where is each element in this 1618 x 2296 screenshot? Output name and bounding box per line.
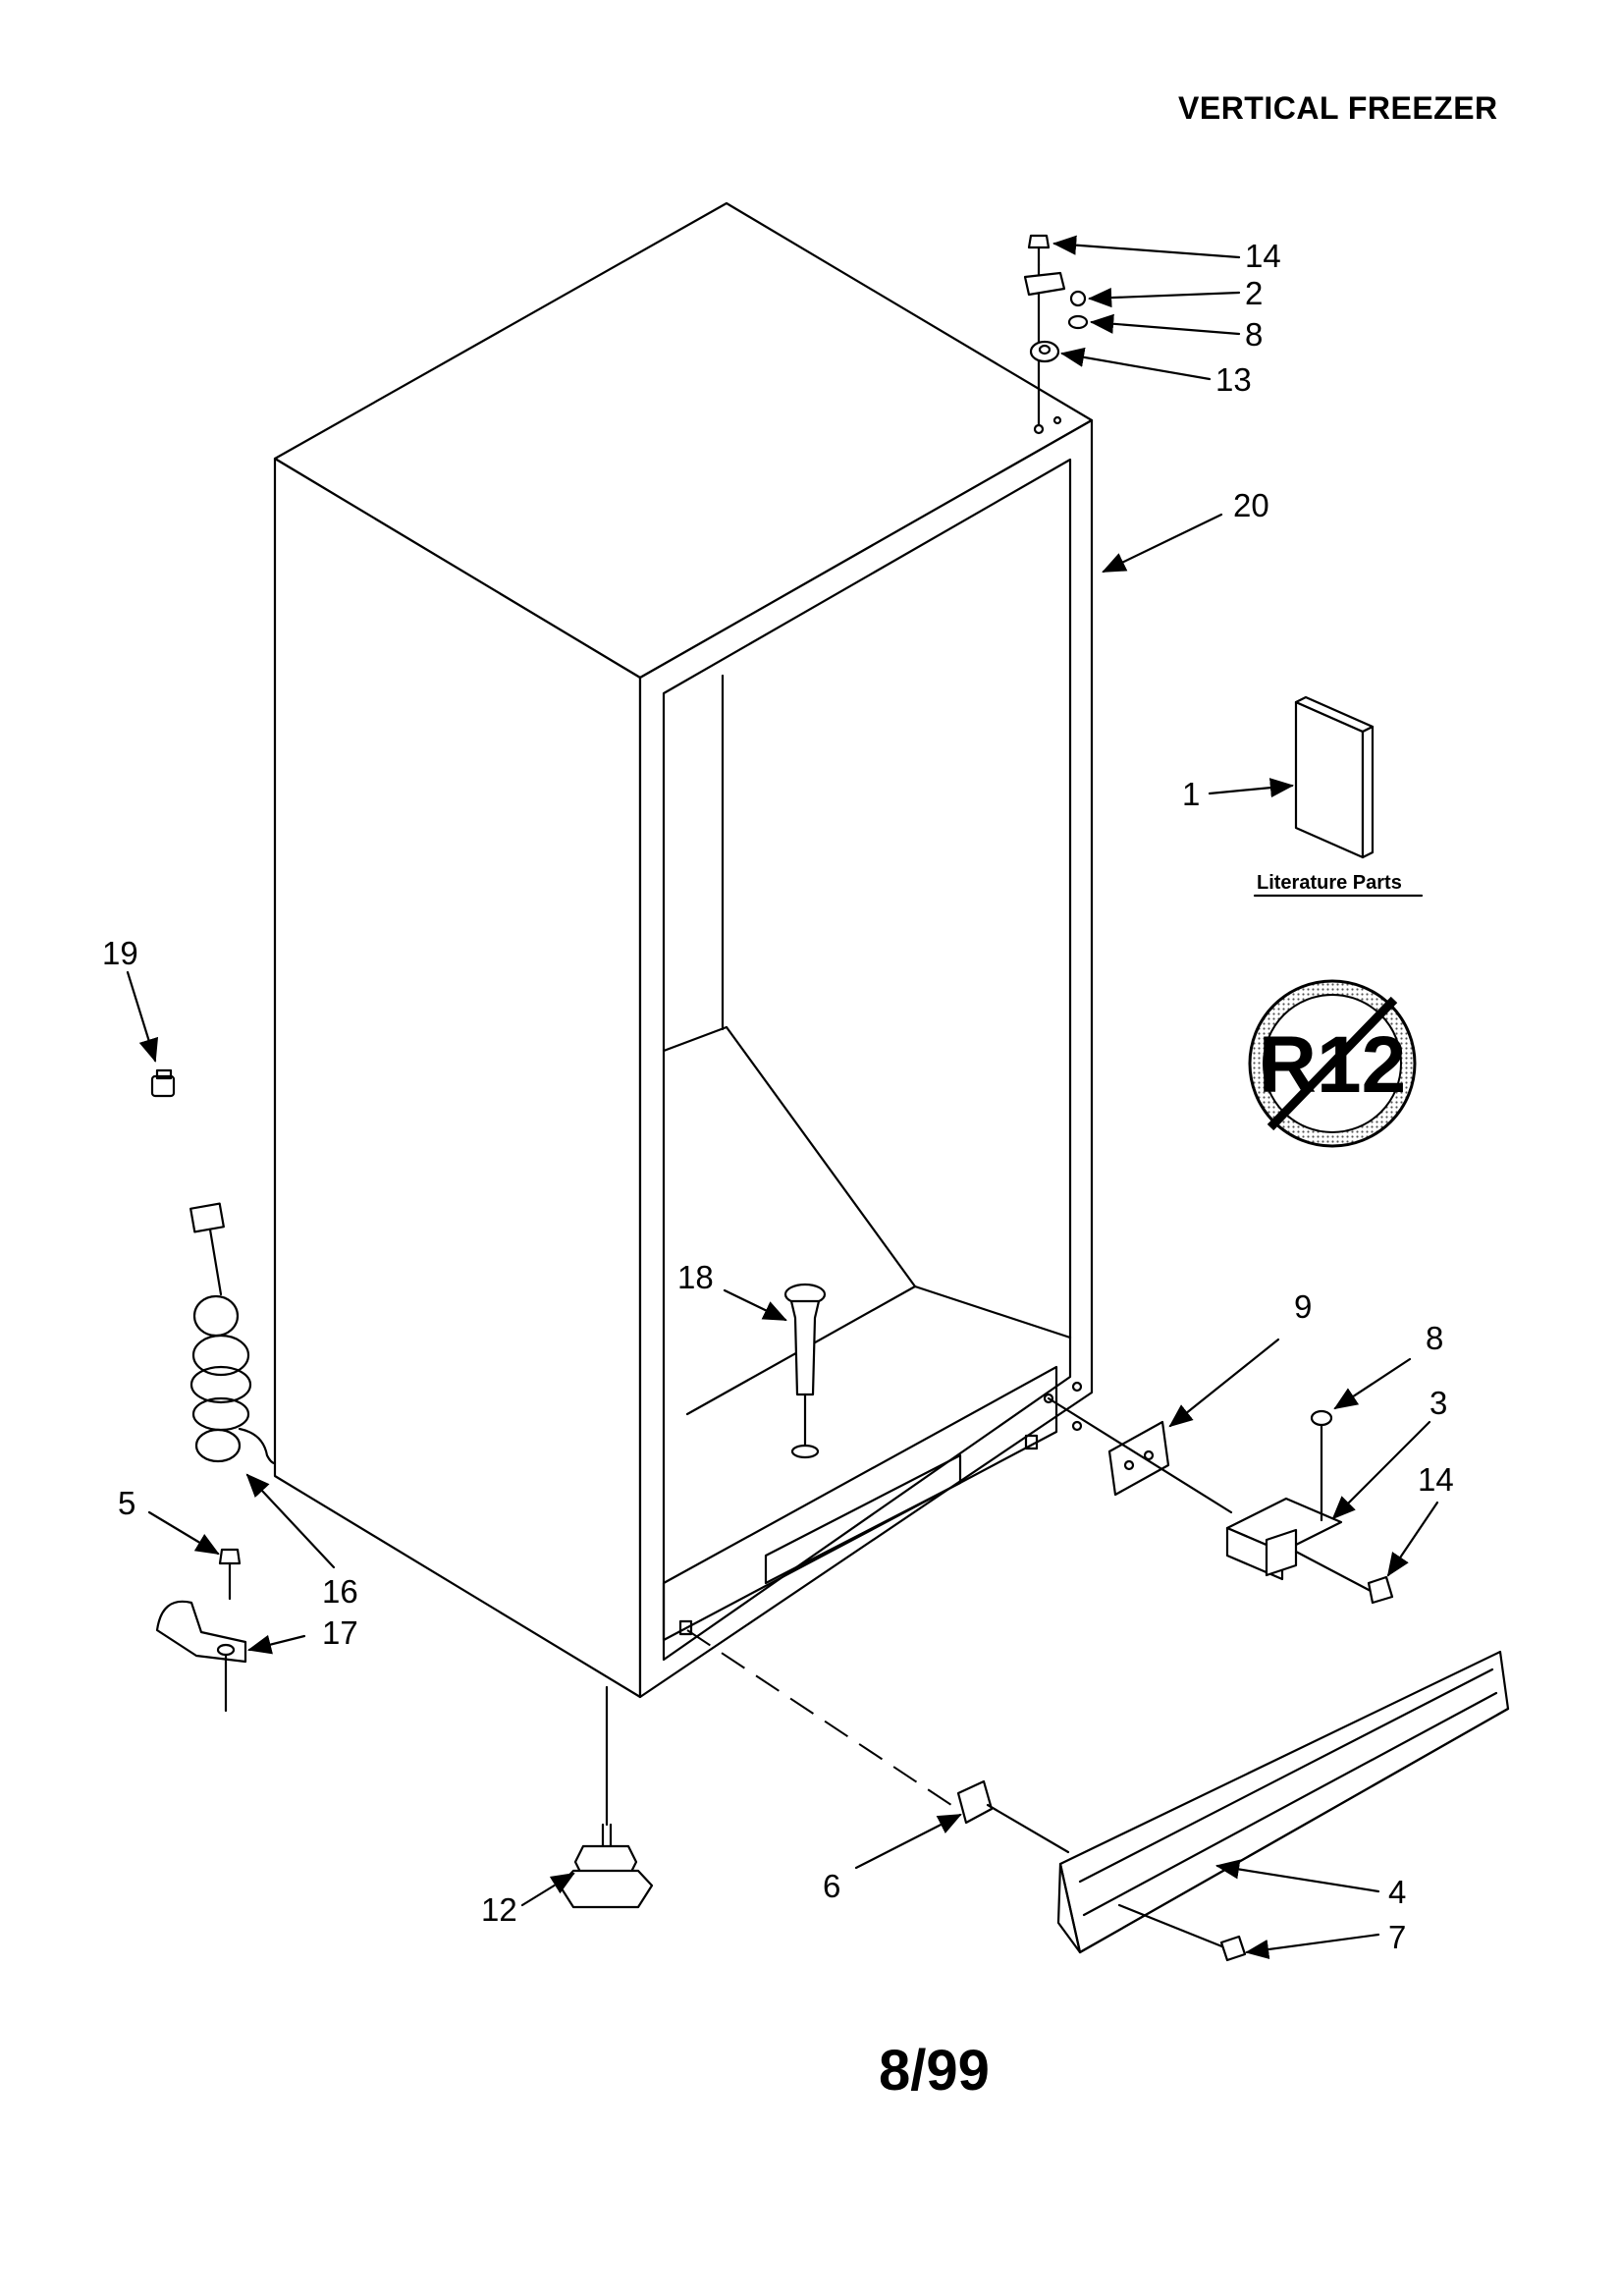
screw-and-clamp <box>155 1548 247 1713</box>
callout-3: 3 <box>1429 1385 1447 1421</box>
kick-grille <box>1056 1650 1510 1962</box>
callout-16: 16 <box>322 1573 358 1610</box>
callout-8-top: 8 <box>1245 316 1263 353</box>
callout-4: 4 <box>1388 1874 1406 1910</box>
callout-12: 12 <box>481 1891 517 1928</box>
callout-labels: 14 2 8 13 20 1 19 18 9 8 3 14 5 16 17 12… <box>102 238 1454 1955</box>
callout-14-top: 14 <box>1245 238 1281 274</box>
power-cord <box>189 1202 277 1465</box>
callout-8-right: 8 <box>1426 1320 1443 1356</box>
callout-2: 2 <box>1245 275 1263 311</box>
top-hinge-assembly <box>1023 234 1089 426</box>
page-title: VERTICAL FREEZER <box>1178 90 1498 126</box>
page-footer-date: 8/99 <box>879 2039 990 2103</box>
drain-tube <box>783 1283 827 1459</box>
callout-13: 13 <box>1215 361 1252 398</box>
cabinet-shell <box>273 201 1094 1699</box>
callout-18: 18 <box>677 1259 714 1295</box>
literature-parts-label: Literature Parts <box>1257 872 1402 894</box>
no-r12-badge: R12 <box>1248 979 1417 1148</box>
callout-5: 5 <box>118 1485 135 1521</box>
grille-clip <box>686 1629 1070 1854</box>
callout-leaders <box>126 235 1439 1960</box>
literature-parts-book: Literature Parts <box>1253 695 1424 898</box>
callout-17: 17 <box>322 1614 358 1651</box>
callout-20: 20 <box>1233 487 1269 523</box>
callout-19: 19 <box>102 935 138 971</box>
callout-14-right: 14 <box>1418 1461 1454 1498</box>
bottom-hinge-bracket <box>1047 1396 1394 1605</box>
clip-part-19 <box>150 1068 176 1098</box>
callout-7: 7 <box>1388 1919 1406 1955</box>
callout-6: 6 <box>823 1868 840 1904</box>
callout-9: 9 <box>1294 1288 1312 1325</box>
callout-1: 1 <box>1182 776 1200 812</box>
